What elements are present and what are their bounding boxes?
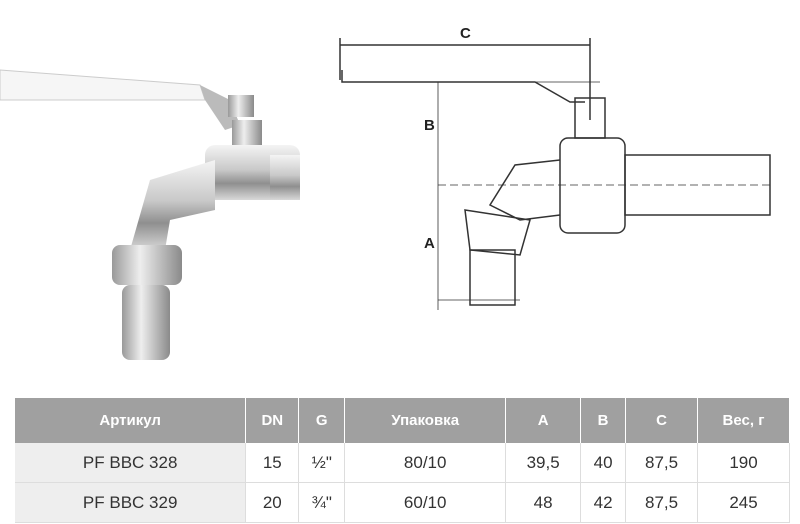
cell-packaging: 80/10 bbox=[344, 443, 507, 483]
valve-photo bbox=[0, 69, 300, 360]
header-c: C bbox=[625, 398, 699, 443]
cell-article: PF BBC 329 bbox=[15, 482, 247, 523]
cell-g: ½" bbox=[298, 443, 346, 483]
cell-b: 42 bbox=[580, 482, 627, 523]
specs-table: Артикул DN G Упаковка A B C Вес, г PF BB… bbox=[15, 398, 790, 523]
header-packaging: Упаковка bbox=[344, 398, 507, 443]
table-row: PF BBC 328 15 ½" 80/10 39,5 40 87,5 190 bbox=[15, 443, 790, 483]
header-b: B bbox=[580, 398, 627, 443]
header-dn: DN bbox=[245, 398, 300, 443]
cell-article: PF BBC 328 bbox=[15, 443, 247, 483]
cell-dn: 20 bbox=[245, 482, 300, 523]
cell-c: 87,5 bbox=[625, 482, 699, 523]
table-header-row: Артикул DN G Упаковка A B C Вес, г bbox=[15, 398, 790, 443]
cell-c: 87,5 bbox=[625, 443, 699, 483]
dimension-c-label: C bbox=[460, 25, 471, 42]
cell-dn: 15 bbox=[245, 443, 300, 483]
cell-weight: 245 bbox=[697, 482, 790, 523]
header-article: Артикул bbox=[15, 398, 247, 443]
header-weight: Вес, г bbox=[697, 398, 790, 443]
cell-weight: 190 bbox=[697, 443, 790, 483]
dimension-b-label: B bbox=[424, 117, 435, 134]
cell-a: 39,5 bbox=[505, 443, 582, 483]
cell-a: 48 bbox=[505, 482, 582, 523]
header-g: G bbox=[298, 398, 346, 443]
cell-b: 40 bbox=[580, 443, 627, 483]
table-row: PF BBC 329 20 ¾" 60/10 48 42 87,5 245 bbox=[15, 482, 790, 523]
dimension-a-label: A bbox=[424, 235, 435, 252]
dimension-drawing: C B A bbox=[339, 25, 771, 310]
header-a: A bbox=[505, 398, 582, 443]
cell-packaging: 60/10 bbox=[344, 482, 507, 523]
cell-g: ¾" bbox=[298, 482, 346, 523]
